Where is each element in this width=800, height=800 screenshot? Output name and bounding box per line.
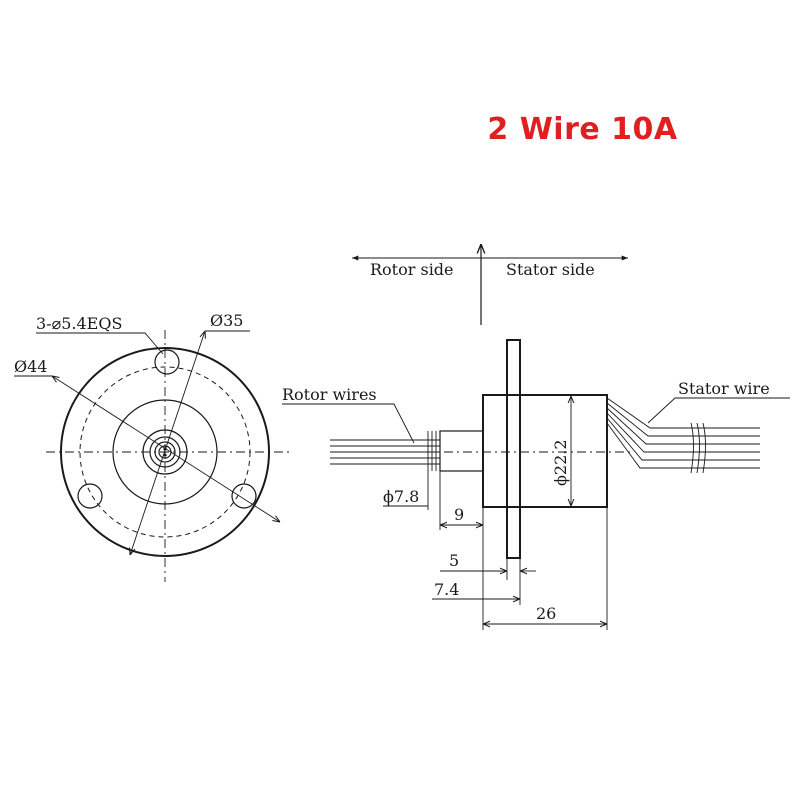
- dia44-line: [52, 376, 280, 522]
- stator-body: [482, 394, 608, 508]
- diagram-title: 2 Wire 10A: [487, 112, 678, 147]
- holes-label: 3-⌀5.4EQS: [36, 314, 122, 333]
- dia22-label: ϕ22.2: [551, 439, 570, 486]
- stator-wire-label: Stator wire: [678, 379, 770, 398]
- dim26-label: 26: [536, 604, 556, 623]
- dia7-label: ϕ7.8: [383, 487, 419, 506]
- front-view: 3-⌀5.4EQS Ø35 Ø44: [14, 311, 292, 582]
- mount-hole: [154, 349, 180, 375]
- dim9-label: 9: [454, 505, 464, 524]
- rotor-shaft: [439, 430, 484, 472]
- stator-side-label: Stator side: [506, 260, 595, 279]
- rotor-wires-leader: [282, 403, 415, 444]
- rotor-wires-label: Rotor wires: [282, 385, 377, 404]
- dim5-label: 5: [449, 551, 459, 570]
- dim7-4-label: 7.4: [434, 580, 459, 599]
- dia44-label: Ø44: [14, 357, 47, 376]
- flange-plate: [506, 339, 521, 559]
- mount-hole: [77, 483, 103, 509]
- rotor-wire-bundle: [330, 439, 440, 465]
- side-view: Rotor side Stator side Rotor wires: [282, 244, 790, 630]
- stator-wire-bundle: [606, 397, 760, 474]
- rotor-side-label: Rotor side: [370, 260, 454, 279]
- dia35-label: Ø35: [210, 311, 243, 330]
- stator-wire-leader: [647, 397, 790, 424]
- dia35-line: [130, 331, 205, 555]
